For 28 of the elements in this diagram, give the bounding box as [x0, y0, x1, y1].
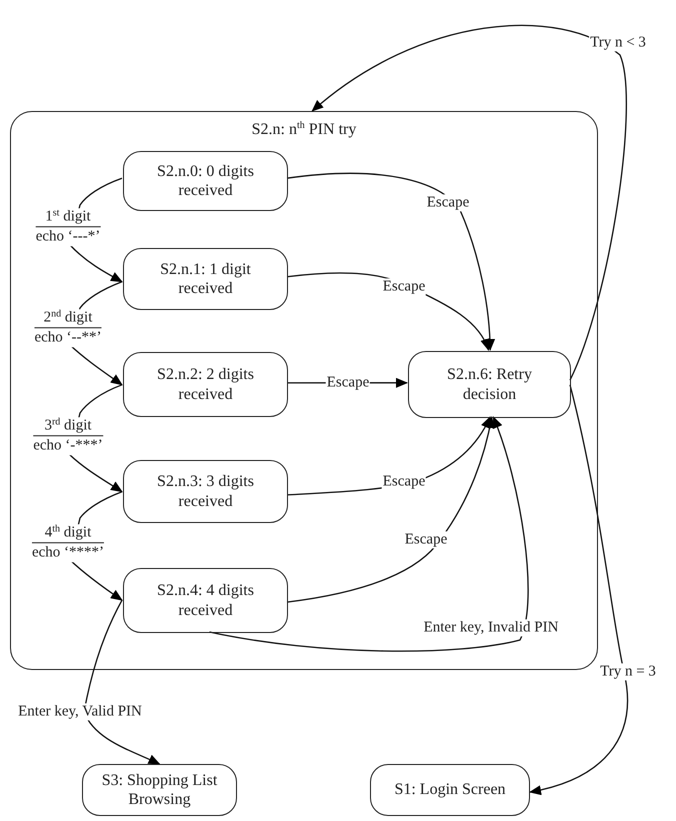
edge-label: Escape	[426, 194, 470, 212]
edge-label: Escape	[404, 531, 448, 549]
edge-label: Escape	[382, 278, 426, 296]
edge-label: Escape	[326, 374, 370, 392]
edge-label: 1$^{st}$ digit echo ‘---*’	[34, 208, 102, 246]
transition-arrow	[286, 416, 495, 603]
state-box: S2.n.6: Retry decision	[408, 351, 571, 418]
transition-arrow	[529, 384, 628, 795]
edge-label: Try n = 3	[599, 663, 657, 681]
transition-arrow	[209, 416, 529, 652]
edge-label: 3$^{rd}$ digit echo ‘-***’	[32, 417, 104, 455]
transition-arrow	[83, 600, 160, 765]
state-box: S1: Login Screen	[370, 764, 530, 816]
edge-label: 2$^{nd}$ digit echo ‘--**’	[33, 309, 103, 347]
edge-label: Enter key, Invalid PIN	[422, 619, 560, 637]
transition-arrow	[311, 25, 627, 380]
transition-arrow	[286, 172, 495, 351]
state-box: S2.n.4: 4 digits received	[123, 568, 288, 633]
edge-label: 4$^{th}$ digit echo ‘****’	[30, 524, 106, 562]
edge-label: Enter key, Valid PIN	[17, 703, 143, 721]
state-box: S2.n.1: 1 digit received	[123, 248, 288, 310]
state-box: S2.n.3: 3 digits received	[123, 460, 288, 523]
state-box: S2.n.0: 0 digits received	[123, 151, 288, 211]
edge-label: Escape	[382, 473, 426, 491]
state-box: S3: Shopping List Browsing	[82, 764, 237, 816]
state-box: S2.n.2: 2 digits received	[123, 352, 288, 417]
state-title: S2.n: n$^{th}$ PIN try	[250, 120, 358, 140]
edge-label: Try n < 3	[589, 34, 647, 52]
